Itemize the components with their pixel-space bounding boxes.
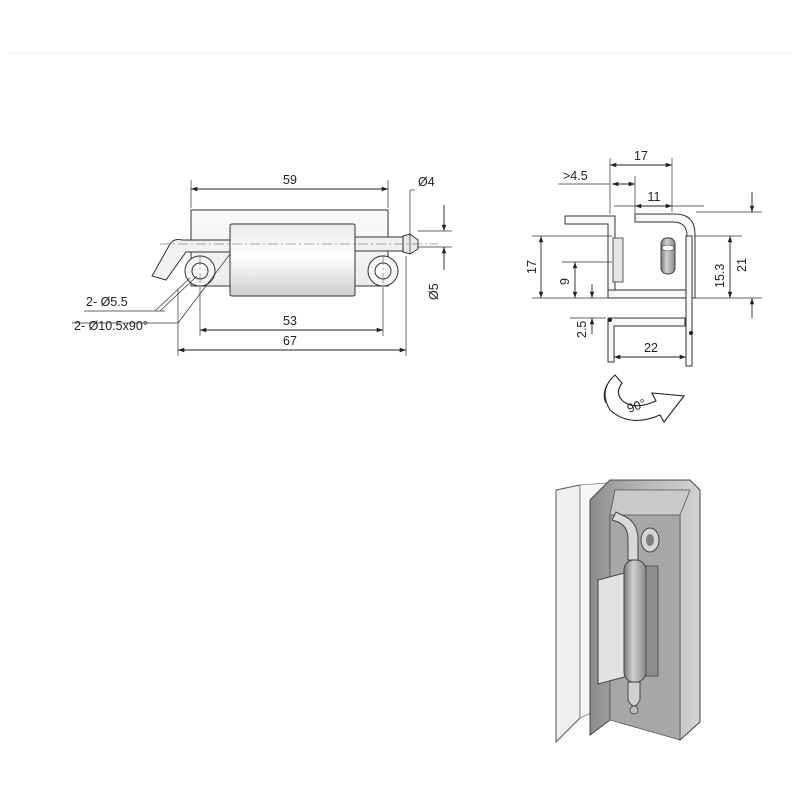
hinge-barrel	[229, 223, 356, 297]
dim-pin-diameter: Ø4	[418, 175, 435, 189]
side-pin	[660, 237, 676, 275]
render-pin	[611, 511, 639, 561]
dim-59: 59	[283, 173, 297, 187]
dim-side-17-top: 17	[634, 149, 648, 163]
dim-22: 22	[644, 341, 658, 355]
dim-height-5: Ø5	[427, 283, 441, 300]
dim-9: 9	[558, 278, 572, 285]
dim-side-17-left: 17	[525, 260, 539, 274]
hinge-3d-render	[555, 479, 701, 744]
side-bracket-left	[564, 215, 616, 299]
render-barrel	[623, 559, 647, 683]
side-inner-leaf	[612, 237, 624, 283]
cabinet-wall-right	[685, 235, 693, 367]
dim-countersink: 2- Ø10.5x90°	[74, 319, 148, 333]
bent-pin	[151, 239, 231, 281]
cabinet-wall-left	[607, 317, 686, 363]
dim-min-45: >4.5	[563, 169, 588, 183]
dim-153: 15.3	[713, 264, 727, 288]
door-panel	[555, 484, 581, 744]
dim-rotation-90: 90°	[625, 396, 648, 416]
dim-21: 21	[735, 258, 749, 272]
side-bracket-right	[607, 213, 696, 299]
side-view: 17 >4.5 11 17 9 2.5 22 15.3	[525, 149, 762, 423]
front-view: 59 Ø4 Ø5 2- Ø5.5 2- Ø10.5x90° 53 67	[72, 173, 452, 356]
dim-25: 2.5	[575, 321, 589, 338]
dim-67: 67	[283, 334, 297, 348]
dim-hole-diameter: 2- Ø5.5	[86, 295, 128, 309]
dim-11: 11	[648, 190, 661, 204]
rotation-arrow-icon	[603, 374, 686, 423]
dim-53: 53	[283, 314, 297, 328]
